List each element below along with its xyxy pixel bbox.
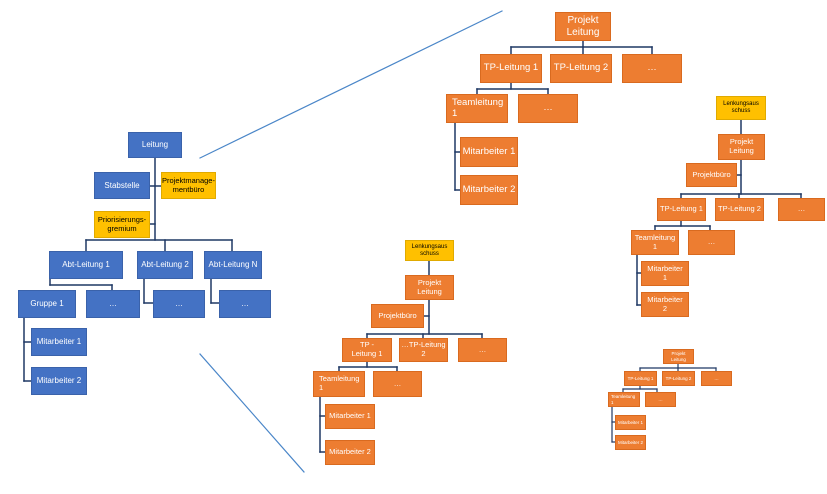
node-ellipsis: … [86, 290, 140, 318]
node-tp-leitung-2: TP-Leitung 2 [662, 371, 695, 386]
node-teamleitung-1: Teamleitung 1 [313, 371, 365, 397]
node-projektmanagementbuero: Projektmanage- mentbüro [161, 172, 216, 199]
node-ellipsis: … [458, 338, 507, 362]
node-tp-leitung-1: TP-Leitung 1 [480, 54, 542, 83]
node-abt-leitung-2: Abt-Leitung 2 [137, 251, 193, 279]
node-tp-leitung-2: TP-Leitung 2 [715, 198, 764, 221]
node-tp-leitung-1: TP-Leitung 1 [624, 371, 657, 386]
zoom-line-lower [199, 353, 305, 473]
chart-a-connectors [23, 157, 233, 382]
node-ellipsis: … [645, 392, 676, 407]
node-mitarbeiter-1: Mitarbeiter 1 [31, 328, 87, 356]
node-mitarbeiter-2: Mitarbeiter 2 [31, 367, 87, 395]
node-ellipsis: … [701, 371, 732, 386]
chart-b-connectors [454, 40, 653, 191]
node-mitarbeiter-1: Mitarbeiter 1 [325, 404, 375, 429]
node-leitung: Leitung [128, 132, 182, 158]
node-projektbuero: Projektbüro [686, 163, 737, 187]
node-ellipsis: … [153, 290, 205, 318]
node-abt-leitung-1: Abt-Leitung 1 [49, 251, 123, 279]
node-projekt-leitung: Projekt Leitung [663, 349, 694, 364]
node-priorisierungsgremium: Priorisierungs- gremium [94, 211, 150, 238]
node-stabstelle: Stabstelle [94, 172, 150, 199]
node-projekt-leitung: Projekt Leitung [405, 275, 454, 300]
node-ellipsis: … [518, 94, 578, 123]
node-tp-leitung-1: TP-Leitung 1 [657, 198, 706, 221]
node-mitarbeiter-2: Mitarbeiter 2 [615, 435, 646, 450]
node-mitarbeiter-1: Mitarbeiter 1 [641, 261, 689, 286]
node-tp-leitung-2: …TP-Leitung 2 [399, 338, 448, 362]
chart-e-connectors [611, 363, 717, 443]
node-mitarbeiter-1: Mitarbeiter 1 [615, 415, 646, 430]
node-projekt-leitung: Projekt Leitung [718, 134, 765, 160]
node-teamleitung-1: Teamleitung 1 [446, 94, 508, 123]
node-teamleitung-1: Teamleitung 1 [631, 230, 679, 255]
node-ellipsis: … [373, 371, 422, 397]
node-tp-leitung-1: TP - Leitung 1 [342, 338, 392, 362]
node-lenkungsausschuss: Lenkungsaus schuss [405, 240, 454, 261]
zoom-lines [199, 10, 503, 473]
node-mitarbeiter-2: Mitarbeiter 2 [641, 292, 689, 317]
node-mitarbeiter-2: Mitarbeiter 2 [325, 440, 375, 465]
node-ellipsis: … [622, 54, 682, 83]
node-projektbuero: Projektbüro [371, 304, 424, 328]
node-lenkungsausschuss: Lenkungsaus schuss [716, 96, 766, 120]
zoom-line-upper [199, 10, 503, 159]
node-gruppe-1: Gruppe 1 [18, 290, 76, 318]
node-projekt-leitung: Projekt Leitung [555, 12, 611, 41]
node-teamleitung-1: Teamleitung 1 [608, 392, 640, 407]
chart-d-connectors [319, 260, 483, 453]
node-ellipsis: … [778, 198, 825, 221]
node-mitarbeiter-1: Mitarbeiter 1 [460, 137, 518, 167]
node-ellipsis: … [688, 230, 735, 255]
chart-c-connectors [636, 119, 802, 306]
node-ellipsis: … [219, 290, 271, 318]
node-mitarbeiter-2: Mitarbeiter 2 [460, 175, 518, 205]
node-tp-leitung-2: TP-Leitung 2 [550, 54, 612, 83]
node-abt-leitung-n: Abt-Leitung N [204, 251, 262, 279]
